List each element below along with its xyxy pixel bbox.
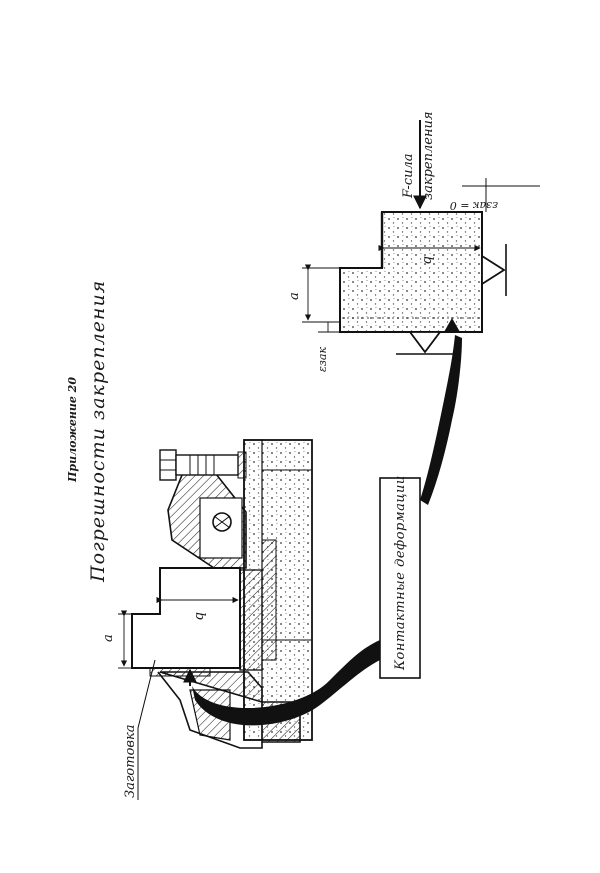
- dimension-a-left: a: [101, 610, 160, 669]
- clamp-screw: [159, 449, 247, 481]
- eps-label: εзак: [316, 347, 329, 372]
- eps-zero-label: εзак = 0: [450, 199, 498, 212]
- dim-b-left-label: b: [192, 612, 207, 620]
- schematic-block: [339, 211, 483, 333]
- workpiece-support: [239, 569, 263, 671]
- page-title: Погрешности закрепления: [87, 280, 109, 583]
- workpiece-label: Заготовка: [123, 725, 138, 798]
- contact-box-label: Контактные деформации: [393, 475, 408, 671]
- schematic: a b εзак F-сила закрепления εзак = 0: [287, 111, 540, 372]
- fixture-assembly: a b Заготовка: [101, 439, 313, 800]
- dimension-b-left: b: [156, 596, 239, 620]
- dimension-b-right: b: [378, 244, 481, 264]
- force-label-line2: закрепления: [421, 111, 436, 200]
- contact-box: Контактные деформации: [379, 475, 421, 679]
- contact-band-right: [420, 335, 462, 505]
- dim-a-left-label: a: [101, 634, 116, 642]
- workpiece: [131, 567, 241, 669]
- support-triangle-right: [481, 254, 506, 286]
- dim-a-right-label: a: [287, 292, 302, 300]
- dimension-a-right: a: [287, 264, 340, 323]
- force-label-line1: F-сила: [401, 153, 416, 199]
- dimension-eps: εзак: [316, 321, 340, 372]
- appendix-label: Приложение 20: [66, 377, 79, 483]
- contact-band-left: [192, 640, 380, 726]
- workpiece-callout: Заготовка: [123, 659, 156, 800]
- support-triangle-bottom: [408, 331, 442, 354]
- dim-b-right-label: b: [420, 256, 435, 264]
